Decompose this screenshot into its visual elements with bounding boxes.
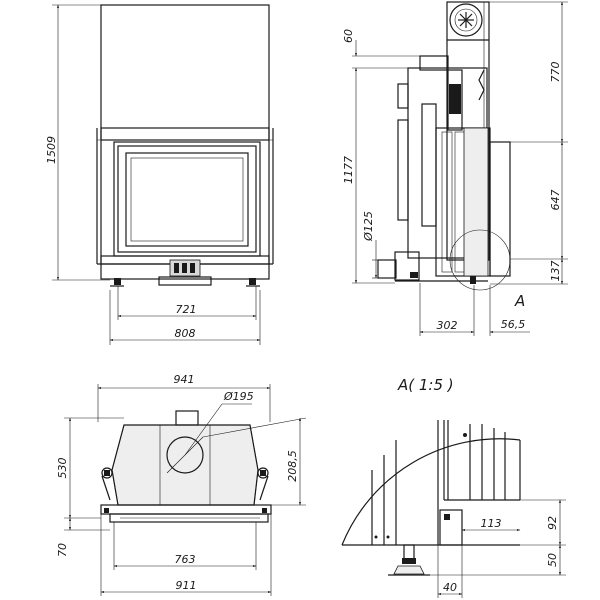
dim-flue-offset: 208,5 — [286, 450, 299, 482]
front-view: 1509 721 808 — [45, 4, 274, 345]
dim-height-lower: 50 — [546, 553, 559, 567]
dim-lower-height: 647 — [549, 190, 562, 211]
fan-icon — [458, 12, 474, 28]
dim-body-height: 1177 — [342, 156, 355, 184]
dim-flue-diameter: Ø195 — [223, 390, 254, 403]
dim-width-outer: 808 — [175, 327, 196, 340]
dim-depth: 302 — [437, 319, 458, 332]
detail-title: A( 1:5 ) — [397, 376, 454, 394]
dim-base-height: 137 — [549, 261, 562, 282]
dim-width-inner: 721 — [176, 303, 197, 316]
side-view: A 60 1177 Ø125 770 647 137 302 56,5 — [342, 1, 568, 336]
dim-upper-height: 770 — [549, 62, 562, 83]
dim-depth-top: 530 — [56, 458, 69, 479]
detail-marker-label: A — [514, 292, 525, 310]
dim-height-upper: 92 — [546, 516, 559, 530]
dim-height-total: 1509 — [45, 136, 58, 164]
detail-view: A( 1:5 ) 113 92 — [341, 376, 566, 598]
top-view: 941 Ø195 530 70 208,5 763 911 — [56, 373, 307, 596]
dim-width-inner-top: 763 — [175, 553, 196, 566]
dim-horizontal-offset: 113 — [481, 517, 502, 530]
dim-top-offset: 60 — [342, 29, 355, 43]
dim-offset: 56,5 — [501, 318, 526, 331]
dim-foot-offset: 40 — [443, 581, 457, 594]
dim-width-base: 911 — [176, 579, 197, 592]
dim-pipe-diameter: Ø125 — [362, 211, 375, 242]
dim-front-depth: 70 — [56, 543, 69, 557]
dim-width-top: 941 — [174, 373, 195, 386]
